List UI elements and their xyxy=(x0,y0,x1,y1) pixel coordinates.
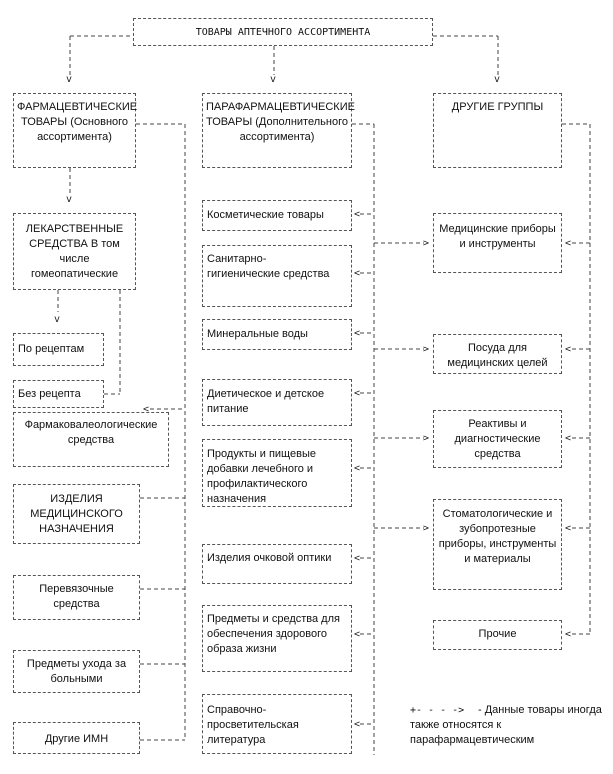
other-item-box: Медицинские приборы и инструменты xyxy=(433,213,562,273)
parapharma-item-box: Минеральные воды xyxy=(202,319,352,350)
parapharma-item-box: Диетическое и детское питание xyxy=(202,379,352,426)
arrow-left-icon: < xyxy=(565,629,571,640)
otc-box: Без рецепта xyxy=(13,380,104,408)
arrow-left-icon: < xyxy=(354,463,360,474)
pharmacovalue-label: Фармаковалеологические средства xyxy=(24,419,158,446)
parapharma-group-box: ПАРАФАРМАЦЕВТИЧЕСКИЕ ТОВАРЫ (Дополнитель… xyxy=(202,93,355,168)
other-item-label: Реактивы и диагностические средства xyxy=(454,418,541,460)
arrow-left-icon: < xyxy=(565,523,571,534)
other-item-label: Посуда для медицинских целей xyxy=(447,342,548,369)
parapharma-item-box: Справочно-просветительская литература xyxy=(202,694,352,754)
other-item-label: Медицинские приборы и инструменты xyxy=(439,223,556,250)
parapharma-item-box: Санитарно-гигиенические средства xyxy=(202,245,352,307)
parapharma-item-label: Предметы и средства для обеспечения здор… xyxy=(207,613,340,655)
arrow-left-icon: < xyxy=(143,404,149,415)
parapharma-item-box: Косметические товары xyxy=(202,200,352,231)
other-groups-label: ДРУГИЕ ГРУППЫ xyxy=(451,101,544,113)
parapharma-item-label: Диетическое и детское питание xyxy=(207,388,325,415)
arrow-left-icon: < xyxy=(354,629,360,640)
pharma-group-label: ФАРМАЦЕВТИЧЕСКИЕ ТОВАРЫ (Основного ассор… xyxy=(17,101,138,143)
rx-label: По рецептам xyxy=(18,343,85,355)
arrow-left-icon: < xyxy=(354,719,360,730)
arrow-right-icon: > xyxy=(423,238,429,249)
arrow-down-icon: v xyxy=(66,194,72,205)
otc-label: Без рецепта xyxy=(18,388,81,400)
other-item-box: Посуда для медицинских целей xyxy=(433,334,562,374)
other-imn-box: Другие ИМН xyxy=(13,722,140,754)
drugs-box: ЛЕКАРСТВЕННЫЕ СРЕДСТВА В том числе гомео… xyxy=(13,213,136,290)
other-item-label: Прочие xyxy=(478,628,517,640)
parapharma-item-label: Продукты и пищевые добавки лечебного и п… xyxy=(207,448,316,505)
pharma-group-box: ФАРМАЦЕВТИЧЕСКИЕ ТОВАРЫ (Основного ассор… xyxy=(13,93,138,168)
legend-symbol: +- - - -> xyxy=(410,705,465,716)
care-items-box: Предметы ухода за больными xyxy=(13,650,140,693)
arrow-down-icon: v xyxy=(66,74,72,85)
medical-products-label: ИЗДЕЛИЯ МЕДИЦИНСКОГО НАЗНАЧЕНИЯ xyxy=(30,493,123,535)
root-box: ТОВАРЫ АПТЕЧНОГО АССОРТИМЕНТА xyxy=(133,18,433,46)
parapharma-item-label: Изделия очковой оптики xyxy=(207,552,332,564)
diagram-title: ТОВАРЫ АПТЕЧНОГО АССОРТИМЕНТА xyxy=(195,27,371,38)
other-item-label: Стоматологические и зубопротезные прибор… xyxy=(438,508,557,565)
dressings-label: Перевязочные средства xyxy=(39,583,114,610)
parapharma-item-label: Косметические товары xyxy=(207,209,324,221)
parapharma-item-box: Изделия очковой оптики xyxy=(202,544,352,584)
arrow-left-icon: < xyxy=(565,344,571,355)
medical-products-box: ИЗДЕЛИЯ МЕДИЦИНСКОГО НАЗНАЧЕНИЯ xyxy=(13,484,140,544)
arrow-left-icon: < xyxy=(354,328,360,339)
dressings-box: Перевязочные средства xyxy=(13,575,140,620)
arrow-left-icon: < xyxy=(354,388,360,399)
arrow-right-icon: > xyxy=(423,433,429,444)
other-item-box: Прочие xyxy=(433,620,562,650)
parapharma-item-box: Предметы и средства для обеспечения здор… xyxy=(202,605,352,672)
arrow-down-icon: v xyxy=(270,74,276,85)
pharmacovalue-box: Фармаковалеологические средства xyxy=(13,412,169,467)
arrow-left-icon: < xyxy=(565,433,571,444)
arrow-left-icon: < xyxy=(354,268,360,279)
rx-box: По рецептам xyxy=(13,333,104,366)
parapharma-item-box: Продукты и пищевые добавки лечебного и п… xyxy=(202,439,352,507)
arrow-left-icon: < xyxy=(354,209,360,220)
legend-text: - Данные товары иногда также относятся к… xyxy=(410,704,602,746)
arrow-left-icon: < xyxy=(354,553,360,564)
arrow-down-icon: v xyxy=(54,314,60,325)
parapharma-item-label: Санитарно-гигиенические средства xyxy=(207,253,330,280)
arrow-left-icon: < xyxy=(565,238,571,249)
other-groups-box: ДРУГИЕ ГРУППЫ xyxy=(433,93,562,168)
other-imn-label: Другие ИМН xyxy=(44,733,109,745)
other-item-box: Реактивы и диагностические средства xyxy=(433,410,562,468)
care-items-label: Предметы ухода за больными xyxy=(26,658,127,685)
arrow-right-icon: > xyxy=(423,523,429,534)
arrow-right-icon: > xyxy=(423,344,429,355)
parapharma-item-label: Минеральные воды xyxy=(207,328,308,340)
parapharma-group-label: ПАРАФАРМАЦЕВТИЧЕСКИЕ ТОВАРЫ (Дополнитель… xyxy=(206,101,355,143)
drugs-label: ЛЕКАРСТВЕННЫЕ СРЕДСТВА В том числе гомео… xyxy=(25,223,124,280)
other-item-box: Стоматологические и зубопротезные прибор… xyxy=(433,499,562,590)
parapharma-item-label: Справочно-просветительская литература xyxy=(207,704,299,746)
arrow-down-icon: v xyxy=(494,74,500,85)
